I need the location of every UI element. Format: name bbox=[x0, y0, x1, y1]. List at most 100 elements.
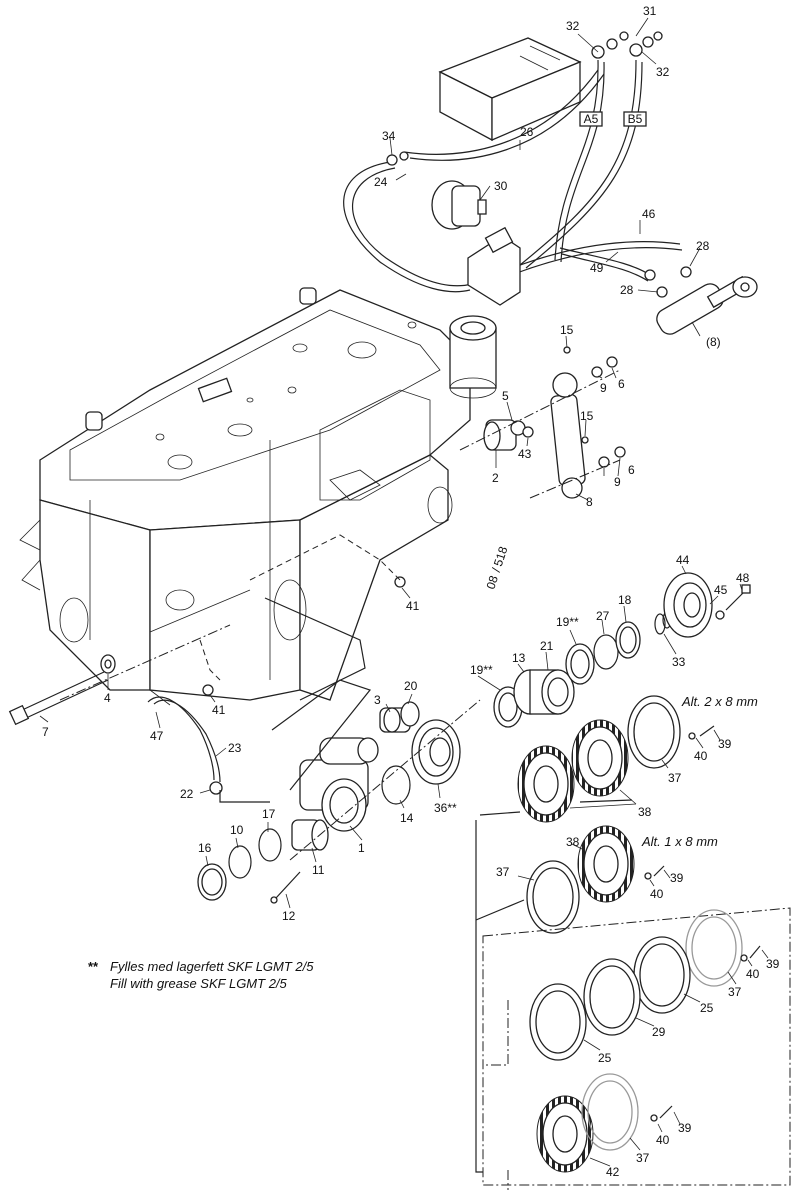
disc-29 bbox=[583, 958, 641, 1036]
ring-10 bbox=[228, 845, 252, 879]
callout-9: 9 bbox=[600, 381, 607, 395]
callout-44: 44 bbox=[676, 553, 690, 567]
callout-11: 11 bbox=[312, 863, 325, 877]
bolt-39-40-a bbox=[688, 725, 715, 740]
note-grease-no: Fylles med lagerfett SKF LGMT 2/5 bbox=[110, 959, 314, 974]
callout-41: 41 bbox=[406, 599, 420, 613]
callout-15: 15 bbox=[560, 323, 574, 337]
callout-1: 1 bbox=[358, 841, 365, 855]
callout-12: 12 bbox=[282, 909, 296, 923]
callout-6: 6 bbox=[628, 463, 635, 477]
callout-15: 15 bbox=[580, 409, 594, 423]
callout-41: 41 bbox=[212, 703, 226, 717]
callout-5: 5 bbox=[502, 389, 509, 403]
disc-38-c bbox=[577, 825, 635, 903]
bearing-3-20 bbox=[379, 701, 420, 733]
bolt-39-40-c bbox=[740, 945, 761, 962]
fitting-34 bbox=[386, 151, 409, 166]
callout-47: 47 bbox=[150, 729, 164, 743]
callout-19: 19** bbox=[556, 615, 579, 629]
callout-16: 16 bbox=[198, 841, 212, 855]
callout-9: 9 bbox=[614, 475, 621, 489]
cylinder-8-lower bbox=[550, 372, 586, 499]
callout-7: 7 bbox=[42, 725, 49, 739]
note-grease-marker: ** bbox=[88, 959, 99, 974]
callout-3: 3 bbox=[374, 693, 381, 707]
callout-43: 43 bbox=[518, 447, 532, 461]
disc-38-b bbox=[571, 719, 629, 797]
centerline-lower bbox=[529, 459, 621, 499]
callout-37: 37 bbox=[496, 865, 510, 879]
pin-2 bbox=[483, 419, 526, 451]
callout-21: 21 bbox=[540, 639, 554, 653]
disc-42 bbox=[536, 1095, 594, 1173]
fitting-22 bbox=[209, 781, 223, 795]
callout-27: 27 bbox=[596, 609, 610, 623]
hose-47-23 bbox=[147, 696, 221, 783]
drawing-reference: 08 / 518 bbox=[484, 544, 511, 591]
drawing-ref-a: 08 bbox=[484, 574, 502, 591]
callout-22: 22 bbox=[180, 787, 194, 801]
ring-16 bbox=[197, 863, 227, 901]
port-tag-a5: A5 bbox=[579, 111, 603, 127]
callout-40: 40 bbox=[694, 749, 708, 763]
callout-28: 28 bbox=[696, 239, 710, 253]
main-frame bbox=[19, 287, 471, 706]
callout-8: 8 bbox=[586, 495, 593, 509]
oring-14 bbox=[381, 765, 411, 805]
callout-32: 32 bbox=[656, 65, 670, 79]
hub-1 bbox=[299, 737, 379, 832]
callout-23: 23 bbox=[228, 741, 242, 755]
note-grease-en: Fill with grease SKF LGMT 2/5 bbox=[110, 976, 288, 991]
callout-37: 37 bbox=[668, 771, 682, 785]
callout-24: 24 bbox=[374, 175, 388, 189]
bolt-39-40-b bbox=[644, 865, 665, 880]
accumulator-30 bbox=[431, 180, 487, 230]
bolt-39-40-d bbox=[650, 1105, 673, 1122]
callout-34: 34 bbox=[382, 129, 396, 143]
callout-39: 39 bbox=[718, 737, 732, 751]
fitting-32-left bbox=[591, 31, 629, 59]
cylinder-8-upper bbox=[656, 275, 758, 335]
hose-46 bbox=[511, 241, 683, 275]
callout-36: 36** bbox=[434, 801, 457, 815]
fitting-15 bbox=[563, 346, 589, 444]
drawing-ref-sep: / bbox=[489, 566, 504, 574]
routing-lines bbox=[59, 534, 633, 1173]
cover-44 bbox=[663, 572, 713, 638]
callout-25: 25 bbox=[700, 1001, 714, 1015]
callout-39: 39 bbox=[678, 1121, 692, 1135]
callout-39: 39 bbox=[766, 957, 780, 971]
callout-30: 30 bbox=[494, 179, 508, 193]
plate-37-c bbox=[685, 909, 743, 987]
pivot-boss bbox=[449, 315, 497, 399]
port-tag-a5-label: A5 bbox=[584, 112, 599, 126]
hose-49 bbox=[559, 247, 651, 282]
port-tag-b5-label: B5 bbox=[628, 112, 643, 126]
hydraulic-block bbox=[438, 37, 582, 142]
callout-14: 14 bbox=[400, 811, 414, 825]
washer-9-6 bbox=[591, 356, 626, 468]
sleeve-11 bbox=[291, 819, 329, 851]
callout-45: 45 bbox=[714, 583, 728, 597]
callout-33: 33 bbox=[672, 655, 686, 669]
bolt-12 bbox=[270, 871, 301, 904]
callout-29: 29 bbox=[652, 1025, 666, 1039]
callout-40: 40 bbox=[746, 967, 760, 981]
note-alt1: Alt. 1 x 8 mm bbox=[641, 834, 718, 849]
seal-19-right bbox=[565, 643, 595, 685]
callout-19: 19** bbox=[470, 663, 493, 677]
fitting-41-lower bbox=[202, 684, 214, 696]
callout-8: (8) bbox=[706, 335, 721, 349]
hose-left-loop bbox=[343, 161, 473, 293]
plate-37-a bbox=[627, 695, 681, 769]
callout-49: 49 bbox=[590, 261, 604, 275]
callout-20: 20 bbox=[404, 679, 418, 693]
plate-25-a bbox=[633, 936, 691, 1014]
callout-32: 32 bbox=[566, 19, 580, 33]
callout-2: 2 bbox=[492, 471, 499, 485]
callout-37: 37 bbox=[728, 985, 742, 999]
plate-37-d bbox=[581, 1073, 639, 1151]
seal-36 bbox=[411, 719, 461, 785]
